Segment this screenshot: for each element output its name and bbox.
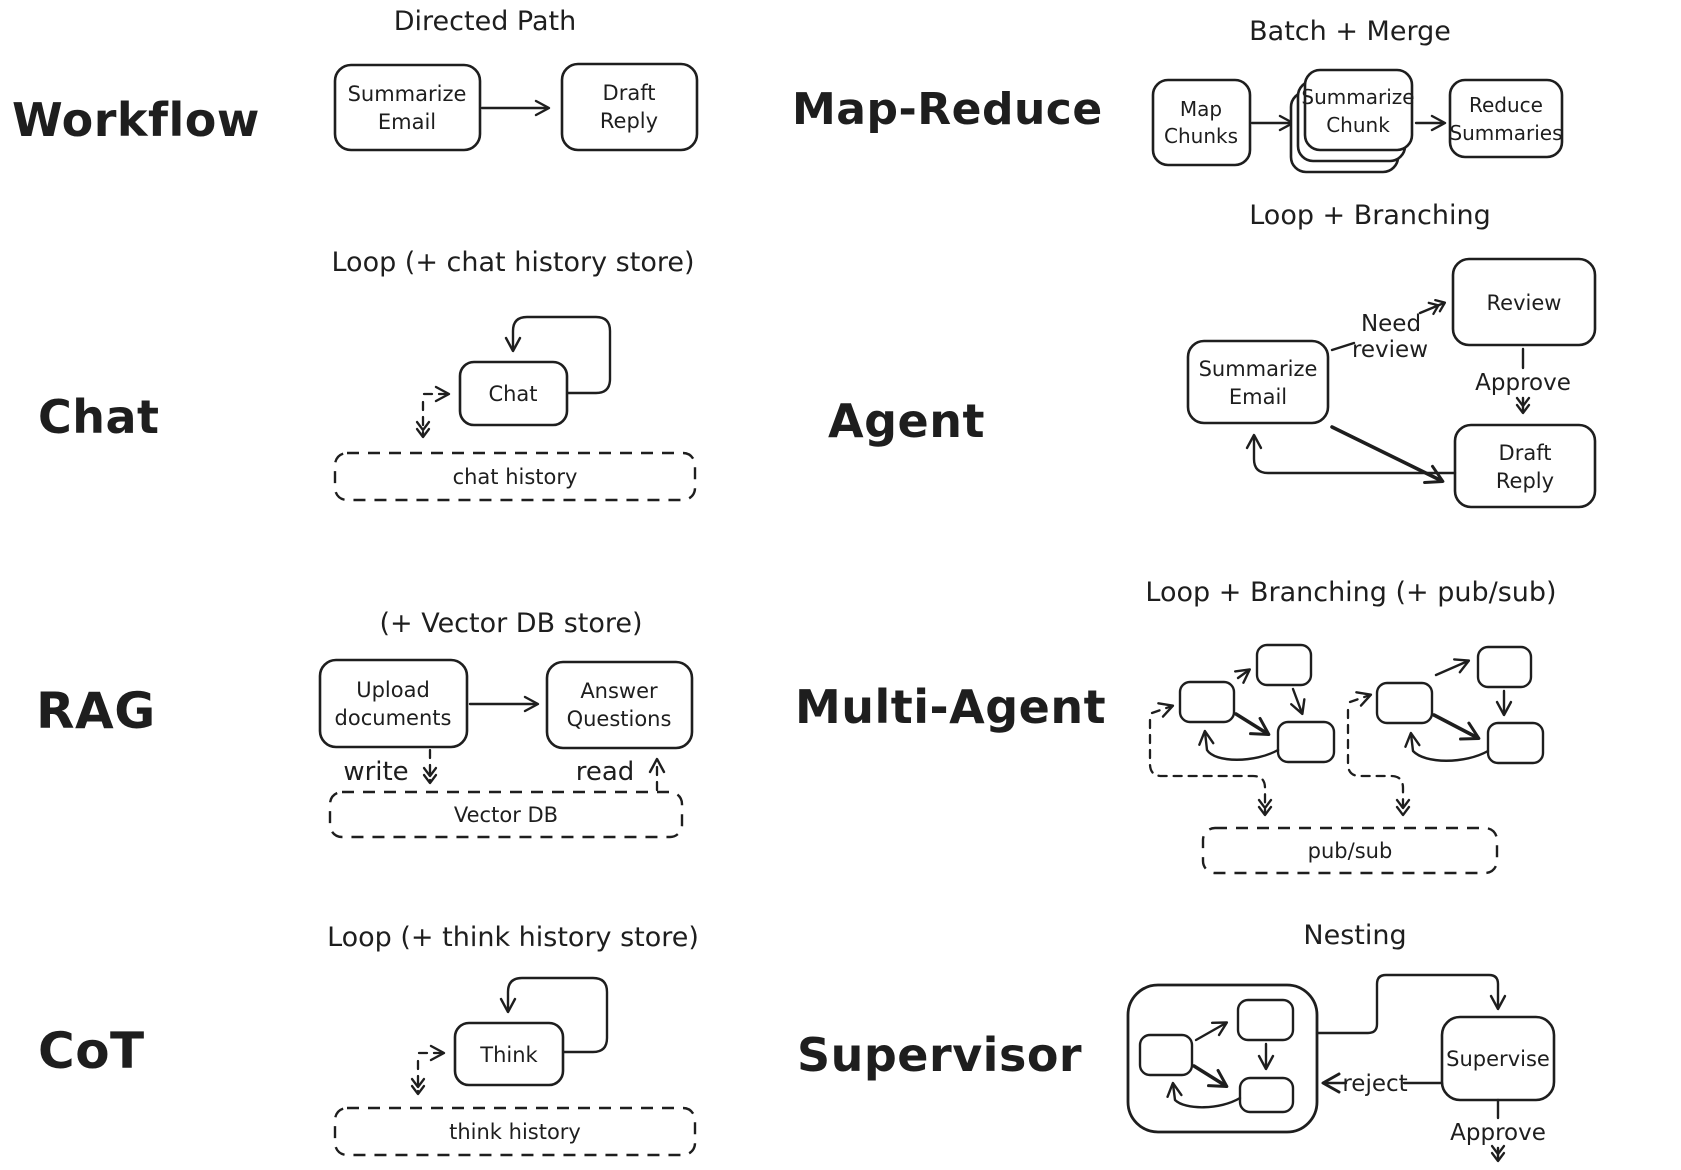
- chat-label: Chat: [38, 390, 160, 444]
- multi-agent-store-box: [1201, 826, 1499, 875]
- workflow-node-summarize-email: [333, 63, 482, 152]
- workflow-node1-line2: Email: [378, 110, 436, 134]
- map-reduce-node-summarize-chunk: [1303, 68, 1414, 152]
- rag-node1-line2: documents: [335, 706, 452, 730]
- rag-write-label: write: [343, 757, 408, 787]
- multi-agent-c1-bottom-node: [1276, 720, 1336, 764]
- supervisor-approve-label: Approve: [1450, 1120, 1546, 1146]
- agent-node-draft-reply: [1453, 423, 1597, 509]
- cot-store-box: [333, 1106, 697, 1157]
- multi-agent-c1-pubsub-arrow: [1148, 718, 1273, 817]
- cot-label: CoT: [38, 1022, 145, 1080]
- rag-node1-line1: Upload: [356, 678, 430, 702]
- rag-store-label: Vector DB: [454, 803, 558, 827]
- multi-agent-c1-arrow-thick: [1234, 712, 1271, 737]
- agent-title: Loop + Branching: [1249, 200, 1491, 231]
- multi-agent-c2-arrow-left-top: [1434, 658, 1471, 677]
- rag-label: RAG: [36, 682, 156, 740]
- supervisor-top-node: [1236, 998, 1295, 1042]
- chat-store-label: chat history: [453, 465, 578, 489]
- map-reduce-node1-line2: Chunks: [1164, 124, 1238, 148]
- chat-store-box: [333, 451, 697, 502]
- multi-agent-title: Loop + Branching (+ pub/sub): [1145, 577, 1556, 608]
- map-reduce-node-reduce-summaries: [1448, 78, 1564, 159]
- chat-node-label: Chat: [488, 382, 537, 406]
- workflow-title: Directed Path: [394, 6, 577, 37]
- cot-store-label: think history: [449, 1120, 581, 1144]
- agent-node3-line1: Draft: [1499, 441, 1552, 465]
- supervisor-arrow-left-top: [1194, 1021, 1229, 1042]
- supervisor-arrow-thick: [1192, 1064, 1229, 1089]
- multi-agent-c2-entry-arrow: [1348, 691, 1373, 707]
- workflow-label: Workflow: [12, 93, 260, 147]
- cot-node-label: Think: [479, 1043, 538, 1067]
- agent-need-review-dash: [1330, 341, 1356, 352]
- cot-loop-arrow: [499, 976, 609, 1054]
- agent-label: Agent: [828, 394, 985, 448]
- multi-agent-c1-arrow-top-bottom: [1290, 687, 1306, 716]
- map-reduce-node3-line2: Summaries: [1449, 121, 1562, 145]
- map-reduce-node2-line2: Chunk: [1326, 113, 1390, 137]
- chat-node: [458, 360, 569, 427]
- agent-node-review: [1451, 257, 1597, 347]
- multi-agent-c2-top-node: [1476, 645, 1533, 689]
- multi-agent-c1-arrow-left-top: [1233, 668, 1252, 684]
- agent-node1-line2: Email: [1229, 385, 1287, 409]
- multi-agent-c2-pubsub-arrow: [1346, 708, 1411, 817]
- supervisor-label: Supervisor: [797, 1028, 1083, 1082]
- map-reduce-node2-line1: Summarize: [1301, 85, 1414, 109]
- agent-node2-label: Review: [1487, 291, 1562, 315]
- rag-node-answer-questions: [545, 660, 694, 750]
- rag-title: (+ Vector DB store): [379, 608, 642, 639]
- cot-title: Loop (+ think history store): [327, 922, 699, 953]
- supervisor-loop-arrow: [1166, 1081, 1242, 1109]
- map-reduce-node-map-chunks: [1151, 78, 1252, 167]
- multi-agent-c1-loop-arrow: [1198, 729, 1280, 761]
- agent-node-summarize-email: [1186, 339, 1330, 425]
- agent-need-review-line2: review: [1352, 337, 1428, 363]
- multi-agent-c2-bottom-node: [1486, 721, 1545, 765]
- map-reduce-node1-line1: Map: [1180, 97, 1222, 121]
- multi-agent-c2-loop-arrow: [1404, 731, 1490, 762]
- multi-agent-c1-entry-arrow: [1150, 702, 1175, 718]
- rag-node2-line2: Questions: [567, 707, 672, 731]
- agent-return-arrow: [1245, 433, 1457, 475]
- workflow-node1-line1: Summarize: [348, 82, 467, 106]
- agent-node1-line1: Summarize: [1199, 357, 1318, 381]
- map-reduce-label: Map-Reduce: [792, 84, 1103, 135]
- multi-agent-store-label: pub/sub: [1308, 839, 1393, 863]
- multi-agent-label: Multi-Agent: [795, 680, 1107, 734]
- supervisor-node-label: Supervise: [1446, 1047, 1550, 1071]
- chat-title: Loop (+ chat history store): [331, 247, 694, 278]
- supervisor-title: Nesting: [1303, 920, 1406, 951]
- rag-store-box: [328, 790, 684, 839]
- workflow-node-draft-reply: [560, 62, 699, 152]
- multi-agent-c2-left-node: [1375, 681, 1434, 725]
- rag-node2-line1: Answer: [580, 679, 658, 703]
- rag-node-upload-documents: [318, 658, 469, 749]
- workflow-node2-line2: Reply: [600, 109, 658, 133]
- map-reduce-node3-line1: Reduce: [1469, 93, 1543, 117]
- multi-agent-c1-top-node: [1255, 643, 1313, 687]
- supervisor-exit-arrow: [1315, 973, 1507, 1035]
- chat-loop-arrow: [504, 315, 612, 395]
- agent-need-review-arrow: [1418, 299, 1447, 316]
- supervisor-left-node: [1138, 1033, 1194, 1077]
- multi-agent-c2-arrow-thick: [1432, 713, 1481, 741]
- workflow-node2-line1: Draft: [603, 81, 656, 105]
- agent-approve-label: Approve: [1475, 370, 1571, 396]
- supervisor-reject-label: reject: [1342, 1071, 1407, 1097]
- agent-node3-line2: Reply: [1496, 469, 1554, 493]
- cot-node: [453, 1021, 565, 1087]
- multi-agent-c1-left-node: [1178, 680, 1236, 724]
- rag-read-label: read: [576, 757, 635, 787]
- supervisor-bottom-node: [1238, 1076, 1295, 1114]
- agent-need-review-line1: Need: [1361, 311, 1421, 337]
- map-reduce-title: Batch + Merge: [1249, 16, 1451, 47]
